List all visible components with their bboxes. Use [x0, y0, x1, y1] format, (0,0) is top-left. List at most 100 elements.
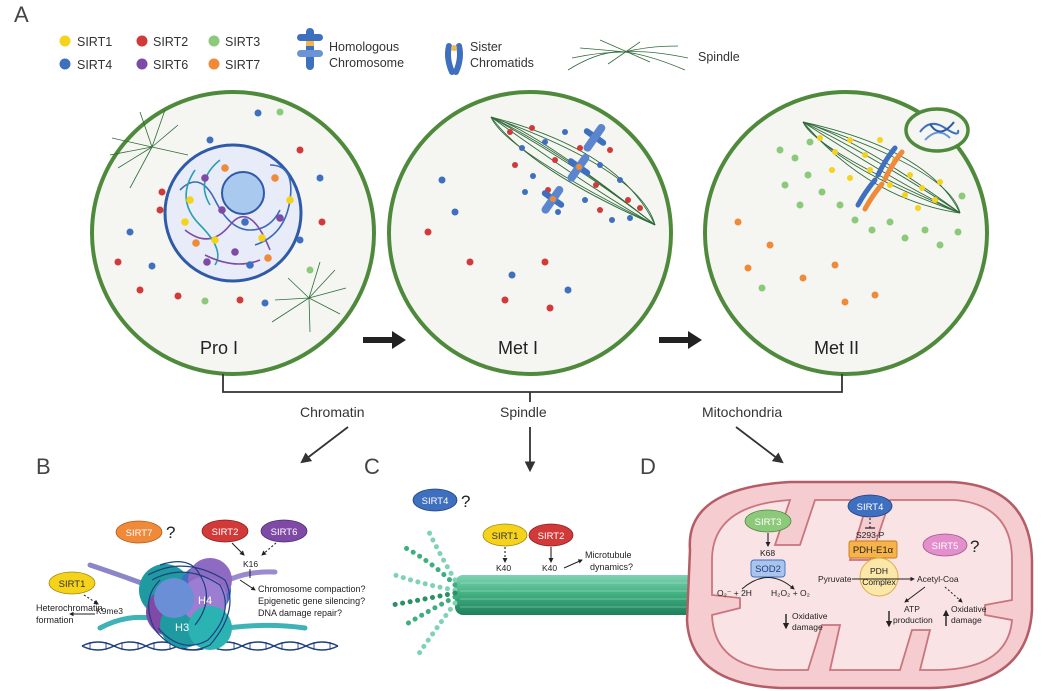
spindle-aster-2: [271, 261, 347, 333]
cell-label-met-i: Met I: [498, 338, 538, 358]
spindle-metaphase-ii: [802, 121, 961, 214]
sirt4-badge-c: [412, 488, 458, 512]
cytoplasm-sirt-dots-2: [424, 176, 572, 312]
h2o2-product: H₂O₂ + O₂: [771, 588, 810, 598]
legend-label-spindle: Spindle: [698, 50, 740, 64]
legend-label-homologous: Homologous: [329, 40, 399, 54]
panel-label-b: B: [36, 454, 51, 479]
oxidative-damage-1-line2: damage: [792, 622, 823, 632]
sirt2-badge-b: [201, 519, 249, 543]
sirt7-label: SIRT7: [126, 528, 153, 539]
transition-arrow-2: [659, 331, 702, 349]
sirt2-label-b: SIRT2: [212, 527, 239, 538]
arrow-sirt1-k9me3: [83, 594, 99, 605]
histone-label-h3: H3: [175, 622, 189, 634]
cell-prophase-i: Pro I: [90, 90, 376, 376]
legend-item-sirt7: SIRT7: [208, 58, 260, 72]
pdh-complex: [859, 557, 899, 597]
panel-label-a: A: [14, 2, 29, 27]
sirt1-dot: [59, 35, 71, 47]
k68-label: K68: [760, 548, 775, 558]
sirt4-question-c: ?: [461, 492, 470, 511]
cytoplasm-sirt-dots-3: [734, 138, 966, 306]
sirt5-label: SIRT5: [932, 541, 959, 552]
sirt2-label-c: SIRT2: [538, 531, 565, 542]
sirt4-label-c: SIRT4: [422, 496, 449, 507]
homologous-chromosome-icon: [541, 123, 607, 214]
histone-label-h4: H4: [198, 595, 212, 607]
oxidative-damage-1-line1: Oxidative: [792, 611, 828, 621]
arrow-acetyl-atp: [904, 586, 926, 603]
sirt7-dot: [208, 58, 220, 70]
dna-wrap: [147, 561, 231, 651]
k40-label-sirt2: K40: [542, 563, 557, 573]
sirt3-dot: [208, 35, 220, 47]
pyruvate-label: Pyruvate: [818, 574, 852, 584]
k40-label-sirt1: K40: [496, 563, 511, 573]
effect-chromosome-compaction: Chromosome compaction?: [258, 584, 366, 594]
sirt6-dot: [136, 58, 148, 70]
sirt3-badge: [744, 509, 792, 533]
sirt1-label-b: SIRT1: [59, 579, 86, 590]
k9me3-label: K9me3: [96, 606, 123, 616]
legend-label-chromosome: Chromosome: [329, 56, 404, 70]
microtubule-body: [455, 575, 747, 615]
sirt7-badge: [115, 520, 163, 544]
sirt7-question: ?: [166, 523, 175, 542]
legend-label-chromatids: Chromatids: [470, 56, 534, 70]
sirt4-dot: [59, 58, 71, 70]
arrow-sirt6-k16: [261, 542, 277, 556]
transition-arrow-1: [363, 331, 406, 349]
atp-line2: production: [893, 615, 933, 625]
branch-arrow-mitochondria: [735, 426, 784, 464]
sirt3-label: SIRT3: [755, 517, 782, 528]
pdh-complex-line1: PDH: [870, 566, 888, 576]
oxidative-damage-2-line2: damage: [951, 615, 982, 625]
legend-item-sirt2: SIRT2: [136, 35, 188, 49]
arrow-effects: [239, 579, 256, 591]
nucleus: [163, 143, 303, 283]
k16-label: K16: [243, 559, 258, 569]
sod2-label: SOD2: [755, 564, 781, 575]
sod2-reaction-arc: [741, 577, 795, 590]
microtubule-dynamics-line2: dynamics?: [590, 562, 633, 572]
cell-label-met-ii: Met II: [814, 338, 859, 358]
legend-label-sirt4: SIRT4: [77, 58, 112, 72]
polar-body-chromatin: [919, 121, 960, 141]
heterochromatin-line2: formation: [36, 615, 74, 625]
o2-reactant: O₂⁻ + 2H: [717, 588, 752, 598]
sirt4-badge-d: [847, 494, 893, 518]
cell-label-pro-i: Pro I: [200, 338, 238, 358]
branch-arrow-chromatin: [300, 426, 349, 464]
pdh-e1a-box: [848, 540, 898, 559]
sirt1-label-c: SIRT1: [492, 531, 519, 542]
nuclear-sirt-dots: [181, 164, 294, 269]
s293-label: S293-P: [856, 530, 885, 540]
atp-line1: ATP: [904, 604, 920, 614]
sirt2-badge-c: [528, 523, 574, 547]
branch-label-mitochondria: Mitochondria: [702, 404, 782, 420]
branch-label-spindle: Spindle: [500, 404, 547, 420]
oxidative-damage-2-line1: Oxidative: [951, 604, 987, 614]
legend-label-sister: Sister: [470, 40, 502, 54]
arrow-sirt2-k16: [231, 542, 245, 556]
branch-label-chromatin: Chromatin: [300, 404, 365, 420]
legend: SIRT1 SIRT2 SIRT3 SIRT4 SIRT6 SIRT7 H: [59, 28, 740, 75]
sirt5-question: ?: [970, 537, 979, 556]
sister-chromatids-icon: [855, 145, 905, 212]
spindle-dots-metaphase-i: [507, 125, 643, 223]
cell-metaphase-ii: Met II: [703, 90, 989, 376]
histone-h2b-front: [188, 606, 232, 650]
arrow-dynamics: [563, 559, 583, 569]
sirt6-badge: [260, 519, 308, 543]
panel-label-c: C: [364, 454, 380, 479]
bracket: [222, 374, 843, 402]
cell-metaphase-i: Met I: [387, 90, 673, 376]
pdh-complex-line2: Complex: [862, 577, 896, 587]
sister-chromatids-icon: [445, 43, 463, 75]
cytoplasm-sirt-dots-1: [114, 108, 326, 307]
legend-label-sirt7: SIRT7: [225, 58, 260, 72]
panel-label-d: D: [640, 454, 656, 479]
spindle-aster-1: [109, 109, 189, 189]
